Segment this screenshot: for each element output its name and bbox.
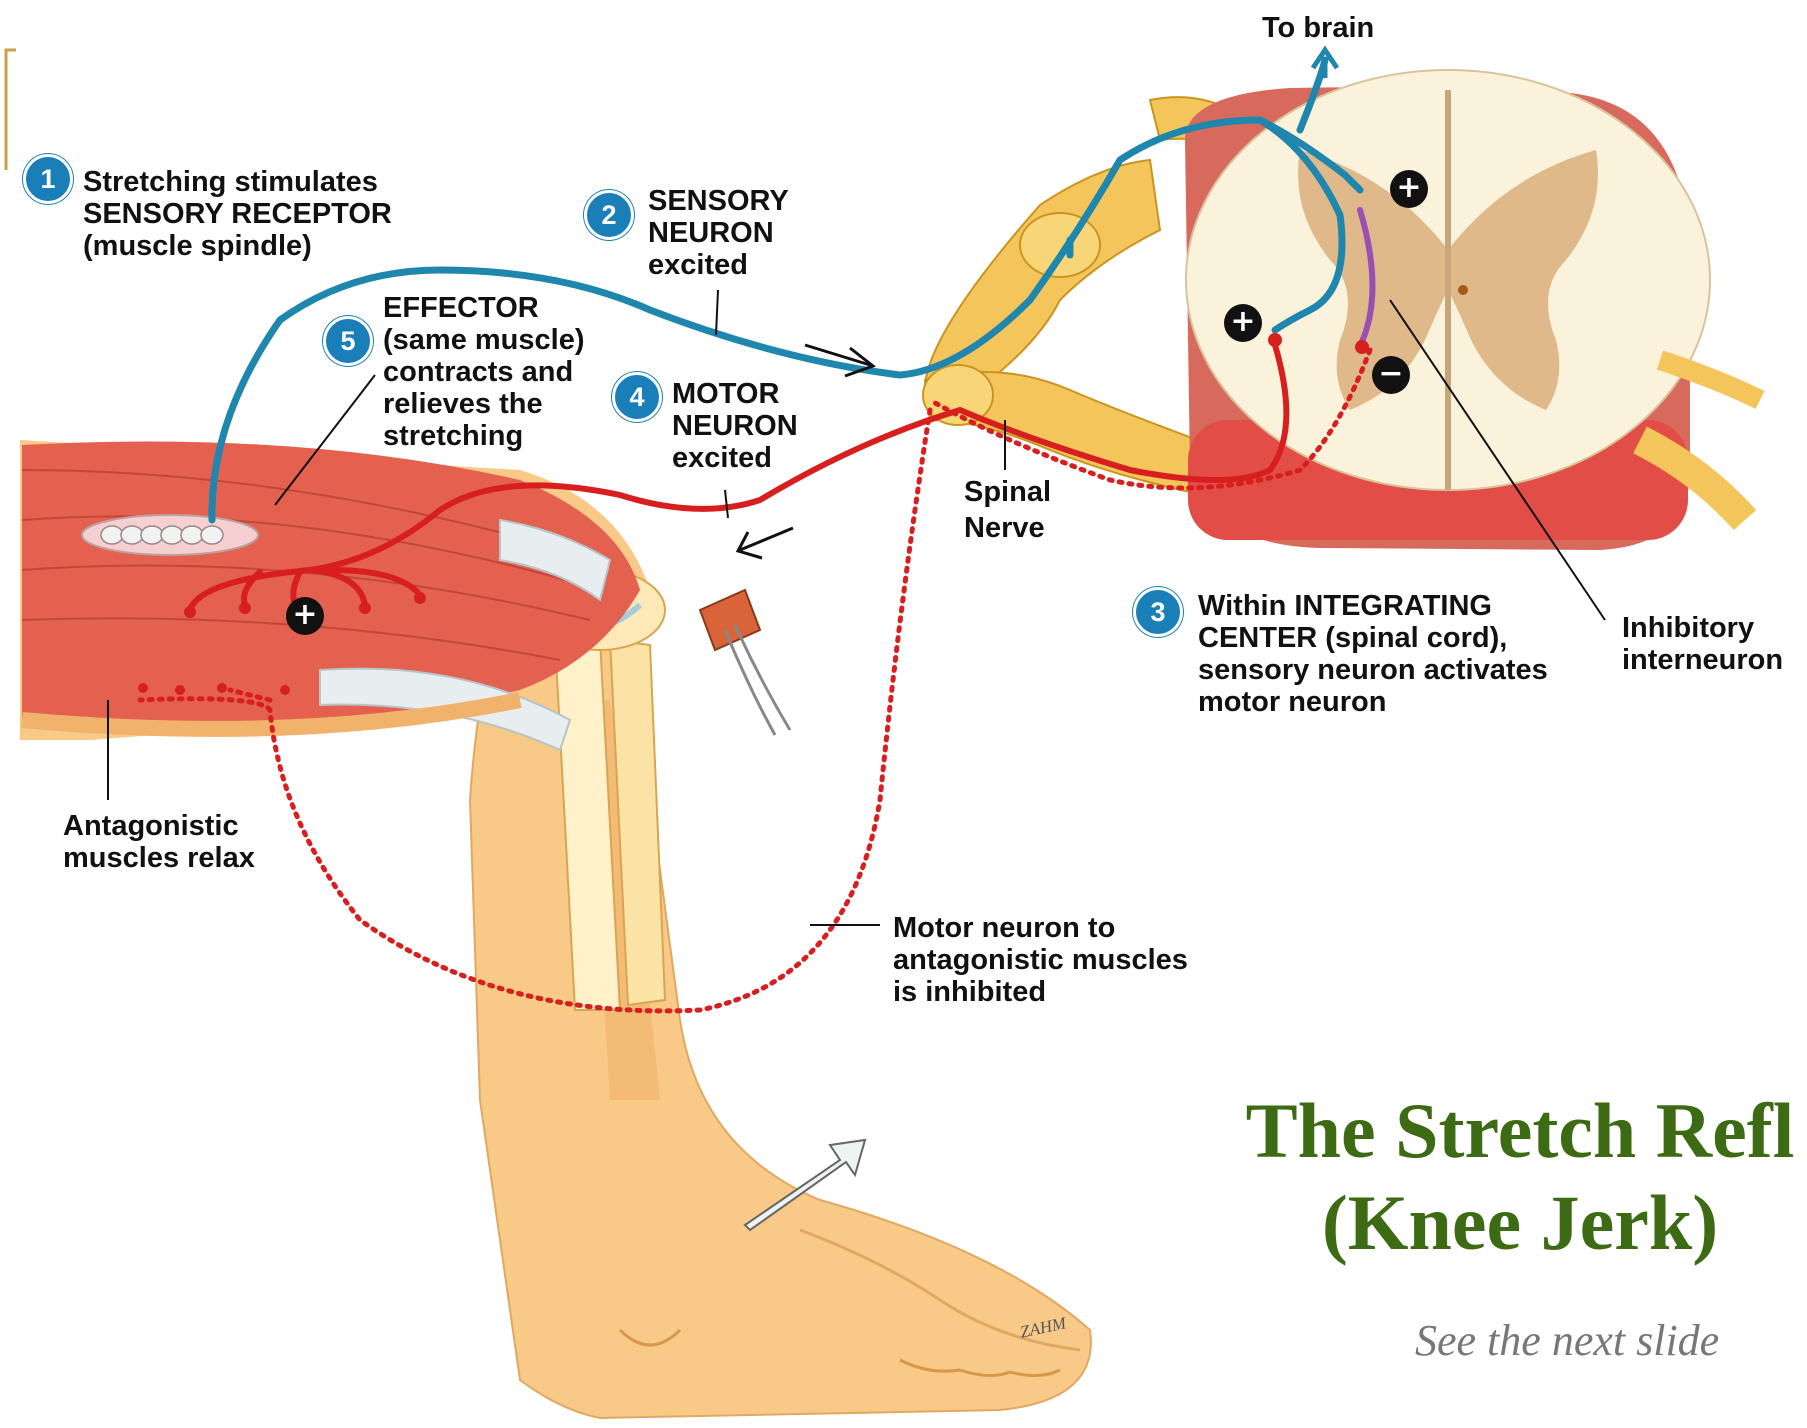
motor-neuron-inhibited-label: Motor neuron to antagonistic muscles is … bbox=[893, 912, 1188, 1008]
step-4-badge: 4 bbox=[612, 372, 662, 422]
muscle-excitation-plus-sign: + bbox=[286, 597, 324, 635]
inhibitory-synapse-minus-sign: − bbox=[1372, 356, 1410, 394]
step-3-label: Within INTEGRATING CENTER (spinal cord),… bbox=[1198, 590, 1548, 718]
excitatory-synapse-plus-sign: + bbox=[1224, 304, 1262, 342]
reflex-hammer bbox=[700, 590, 790, 735]
step-2-label: SENSORY NEURON excited bbox=[648, 185, 789, 281]
to-brain-label: To brain bbox=[1262, 12, 1374, 44]
step-2-badge: 2 bbox=[584, 190, 634, 240]
slide-accent-bracket bbox=[6, 50, 16, 170]
step-4-label: MOTOR NEURON excited bbox=[672, 378, 798, 474]
excitatory-synapse-plus-sign: + bbox=[1390, 170, 1428, 208]
step-5-badge: 5 bbox=[323, 316, 373, 366]
step-1-badge: 1 bbox=[23, 154, 73, 204]
to-brain-arrow bbox=[1313, 50, 1337, 78]
step-1-label: Stretching stimulates SENSORY RECEPTOR (… bbox=[83, 166, 392, 262]
step-3-badge: 3 bbox=[1133, 587, 1183, 637]
slide-title: The Stretch Refl (Knee Jerk) bbox=[1195, 1085, 1807, 1269]
antagonistic-muscles-label: Antagonistic muscles relax bbox=[63, 810, 255, 874]
muscle-spindle bbox=[82, 515, 258, 555]
spinal-nerve-label: Spinal Nerve bbox=[964, 474, 1051, 546]
inhibitory-interneuron-label: Inhibitory interneuron bbox=[1622, 612, 1783, 676]
slide-subtitle: See the next slide bbox=[1415, 1315, 1719, 1366]
step-5-label: EFFECTOR (same muscle) contracts and rel… bbox=[383, 292, 585, 452]
